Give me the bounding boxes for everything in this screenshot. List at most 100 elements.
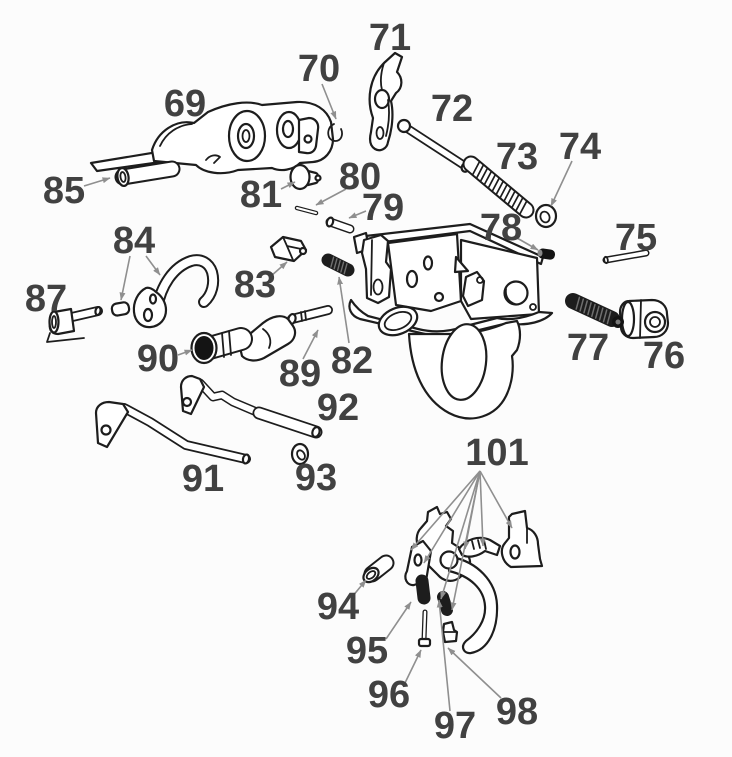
leader-line-82 (337, 276, 350, 344)
part-87-fitting (46, 305, 103, 343)
part-92-lever (179, 374, 323, 439)
leader-line-90 (177, 349, 193, 356)
part-81-plunger (289, 163, 322, 191)
spring-coil-line (591, 303, 596, 318)
part-label-70: 70 (298, 48, 340, 90)
spring-coil-line (583, 300, 588, 314)
part-74-eyelet (534, 203, 558, 229)
part-label-101: 101 (465, 432, 528, 474)
part-89-pin (287, 305, 333, 326)
part-label-82: 82 (331, 340, 373, 382)
part-label-93: 93 (295, 457, 337, 499)
spring-coil-line (575, 296, 581, 310)
spring-coil-line (483, 170, 493, 186)
part-label-83: 83 (234, 264, 276, 306)
spring-coil-line (503, 187, 512, 202)
part-78-pin (537, 248, 556, 260)
part-70-c-clip (327, 123, 343, 142)
leader-line-78 (516, 237, 539, 251)
spring-coil-line (340, 261, 345, 273)
part-85-tube (114, 160, 181, 188)
leader-line-96 (403, 649, 422, 686)
leader-line-74 (550, 160, 573, 207)
part-71-hammer (368, 51, 404, 152)
part-72-pin (396, 118, 472, 173)
part-label-73: 73 (496, 136, 538, 178)
spring-coil-line (606, 311, 612, 325)
leader-line-101 (440, 470, 481, 600)
leader-line-95 (385, 601, 412, 640)
leader-line-79 (348, 210, 367, 219)
part-label-95: 95 (346, 630, 388, 672)
part-76-knob (618, 298, 670, 340)
spring-coil-line (336, 259, 341, 272)
part-69-safety-assembly (89, 100, 335, 175)
leader-line-81 (280, 181, 296, 190)
spring-coil-line (343, 263, 348, 275)
part-label-96: 96 (368, 674, 410, 716)
leader-line-70 (321, 83, 337, 120)
part-label-94: 94 (317, 586, 359, 628)
part-label-75: 75 (615, 217, 657, 259)
part-83-block (269, 235, 308, 263)
part-79-pin (325, 216, 355, 234)
part-label-74: 74 (559, 126, 601, 168)
part-label-97: 97 (434, 705, 476, 747)
spring-coil-line (471, 161, 481, 176)
part-73-spring (462, 155, 535, 219)
spring-coil-line (507, 190, 516, 206)
part-98-fitting (441, 620, 459, 644)
part-label-71: 71 (369, 17, 411, 59)
spring-coil-line (602, 309, 608, 323)
part-93-grommet (290, 442, 310, 466)
leader-line-84 (145, 255, 161, 276)
part-75-rod (602, 249, 650, 265)
part-label-89: 89 (279, 353, 321, 395)
part-80-pin (294, 205, 319, 216)
leader-line-94 (351, 579, 367, 598)
part-label-91: 91 (182, 458, 224, 500)
leader-line-83 (270, 261, 288, 277)
leader-line-89 (302, 329, 319, 360)
spring-coil-line (598, 307, 604, 321)
part-label-76: 76 (643, 335, 685, 377)
spring-coil-line (479, 167, 489, 183)
part-label-77: 77 (567, 327, 609, 369)
part-97-spring (437, 591, 453, 616)
spring-coil-line (519, 200, 528, 215)
part-95-spring (415, 574, 431, 605)
spring-coil-line (495, 180, 504, 196)
part-77-spring (565, 293, 624, 328)
leader-line-84 (119, 255, 131, 301)
spring-coil-line (487, 174, 496, 189)
leader-line-101 (479, 470, 486, 547)
spring-coil-line (579, 298, 585, 312)
part-label-69: 69 (164, 83, 206, 125)
spring-coil-line (515, 197, 524, 212)
leader-line-80 (315, 188, 347, 206)
spring-coil-line (511, 193, 520, 209)
leader-line-101 (479, 470, 513, 529)
spring-coil-line (491, 177, 500, 192)
spring-coil-line (594, 305, 600, 319)
leader-line-85 (83, 177, 111, 187)
part-trigger-guard-housing (348, 222, 554, 420)
part-label-81: 81 (240, 174, 282, 216)
part-label-78: 78 (480, 207, 522, 249)
part-90-latch (190, 315, 297, 365)
spring-coil-line (333, 258, 338, 270)
leader-line-98 (447, 647, 502, 699)
part-label-79: 79 (362, 187, 404, 229)
leader-lines-layer (83, 83, 573, 712)
leader-line-97 (436, 599, 451, 712)
part-label-90: 90 (137, 338, 179, 380)
spring-coil-line (587, 302, 592, 316)
spring-coil-line (330, 256, 335, 268)
part-label-85: 85 (43, 170, 85, 212)
part-label-72: 72 (431, 88, 473, 130)
part-96-plunger (417, 609, 432, 648)
spring-coil-line (475, 164, 485, 179)
